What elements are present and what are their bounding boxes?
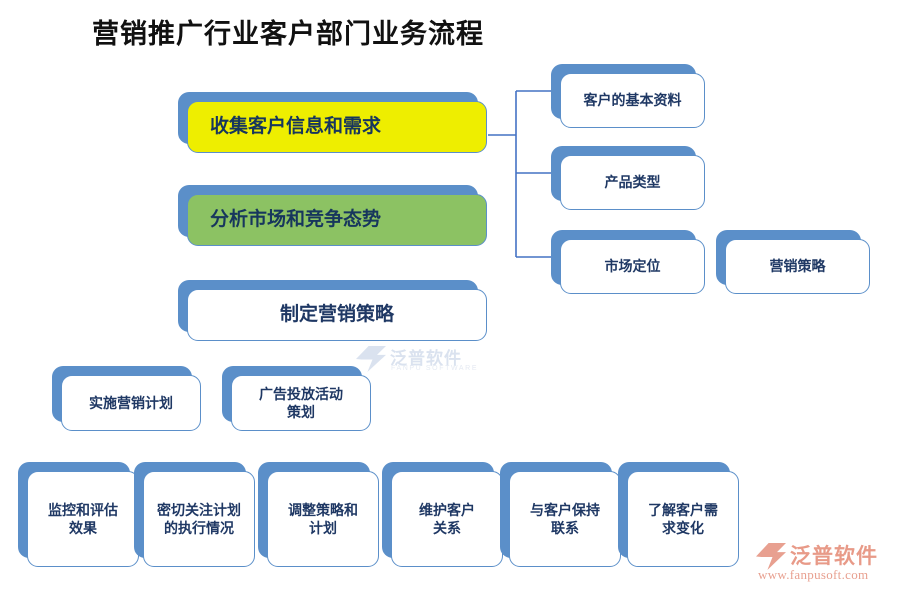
node-face: 实施营销计划 — [61, 375, 201, 431]
node-face: 调整策略和 计划 — [267, 471, 379, 567]
node-label: 调整策略和 计划 — [288, 501, 358, 536]
node-label: 广告投放活动 策划 — [259, 385, 343, 420]
flow-node-product-type[interactable]: 产品类型 — [551, 146, 705, 210]
flow-node-keep-in-touch-with-customer[interactable]: 与客户保持 联系 — [500, 462, 621, 567]
node-face: 产品类型 — [560, 155, 705, 210]
page-title: 营销推广行业客户部门业务流程 — [92, 19, 484, 49]
flow-node-customer-basic-info[interactable]: 客户的基本资料 — [551, 64, 705, 128]
node-face: 分析市场和竞争态势 — [187, 194, 487, 246]
flow-node-make-marketing-strategy[interactable]: 制定营销策略 — [178, 280, 487, 341]
node-label: 了解客户需 求变化 — [648, 501, 718, 536]
node-label: 产品类型 — [604, 174, 661, 191]
brand-logo: 泛普软件 www.fanpusoft.com — [756, 540, 896, 592]
node-face: 维护客户 关系 — [391, 471, 503, 567]
node-label: 与客户保持 联系 — [530, 501, 600, 536]
flow-node-watch-plan-execution[interactable]: 密切关注计划 的执行情况 — [134, 462, 255, 567]
node-label: 营销策略 — [769, 258, 826, 275]
brand-name: 泛普软件 — [790, 545, 878, 568]
node-label: 监控和评估 效果 — [48, 501, 118, 536]
watermark-text: 泛普软件 — [390, 349, 462, 368]
flow-node-collect-customer-info[interactable]: 收集客户信息和需求 — [178, 92, 487, 153]
node-face: 市场定位 — [560, 239, 705, 294]
node-label: 密切关注计划 的执行情况 — [157, 501, 241, 536]
brand-url: www.fanpusoft.com — [758, 567, 869, 582]
watermark-subtext: FANPU SOFTWARE — [391, 365, 479, 372]
flow-node-market-positioning[interactable]: 市场定位 — [551, 230, 705, 294]
flow-node-analyze-market[interactable]: 分析市场和竞争态势 — [178, 185, 487, 246]
fanpu-logo-icon — [756, 543, 786, 570]
node-label: 实施营销计划 — [89, 394, 173, 411]
node-face: 监控和评估 效果 — [27, 471, 139, 567]
node-face: 制定营销策略 — [187, 289, 487, 341]
flow-node-monitor-evaluate-results[interactable]: 监控和评估 效果 — [18, 462, 139, 567]
node-face: 与客户保持 联系 — [509, 471, 621, 567]
node-face: 收集客户信息和需求 — [187, 101, 487, 153]
flow-node-adjust-strategy-plan[interactable]: 调整策略和 计划 — [258, 462, 379, 567]
center-watermark: 泛普软件 FANPU SOFTWARE — [356, 344, 481, 384]
flow-node-implement-marketing-plan[interactable]: 实施营销计划 — [52, 366, 201, 431]
flow-node-marketing-strategy[interactable]: 营销策略 — [716, 230, 870, 294]
flow-node-understand-demand-changes[interactable]: 了解客户需 求变化 — [618, 462, 739, 567]
flow-node-ad-campaign-planning[interactable]: 广告投放活动 策划 — [222, 366, 371, 431]
node-label: 收集客户信息和需求 — [210, 116, 382, 138]
node-label: 制定营销策略 — [279, 304, 394, 326]
node-face: 营销策略 — [725, 239, 870, 294]
node-face: 密切关注计划 的执行情况 — [143, 471, 255, 567]
node-label: 分析市场和竞争态势 — [210, 209, 382, 231]
node-label: 客户的基本资料 — [583, 92, 682, 109]
node-label: 维护客户 关系 — [419, 501, 475, 536]
flow-node-maintain-customer-relationship[interactable]: 维护客户 关系 — [382, 462, 503, 567]
node-face: 了解客户需 求变化 — [627, 471, 739, 567]
node-face: 客户的基本资料 — [560, 73, 705, 128]
node-face: 广告投放活动 策划 — [231, 375, 371, 431]
node-label: 市场定位 — [604, 258, 661, 275]
